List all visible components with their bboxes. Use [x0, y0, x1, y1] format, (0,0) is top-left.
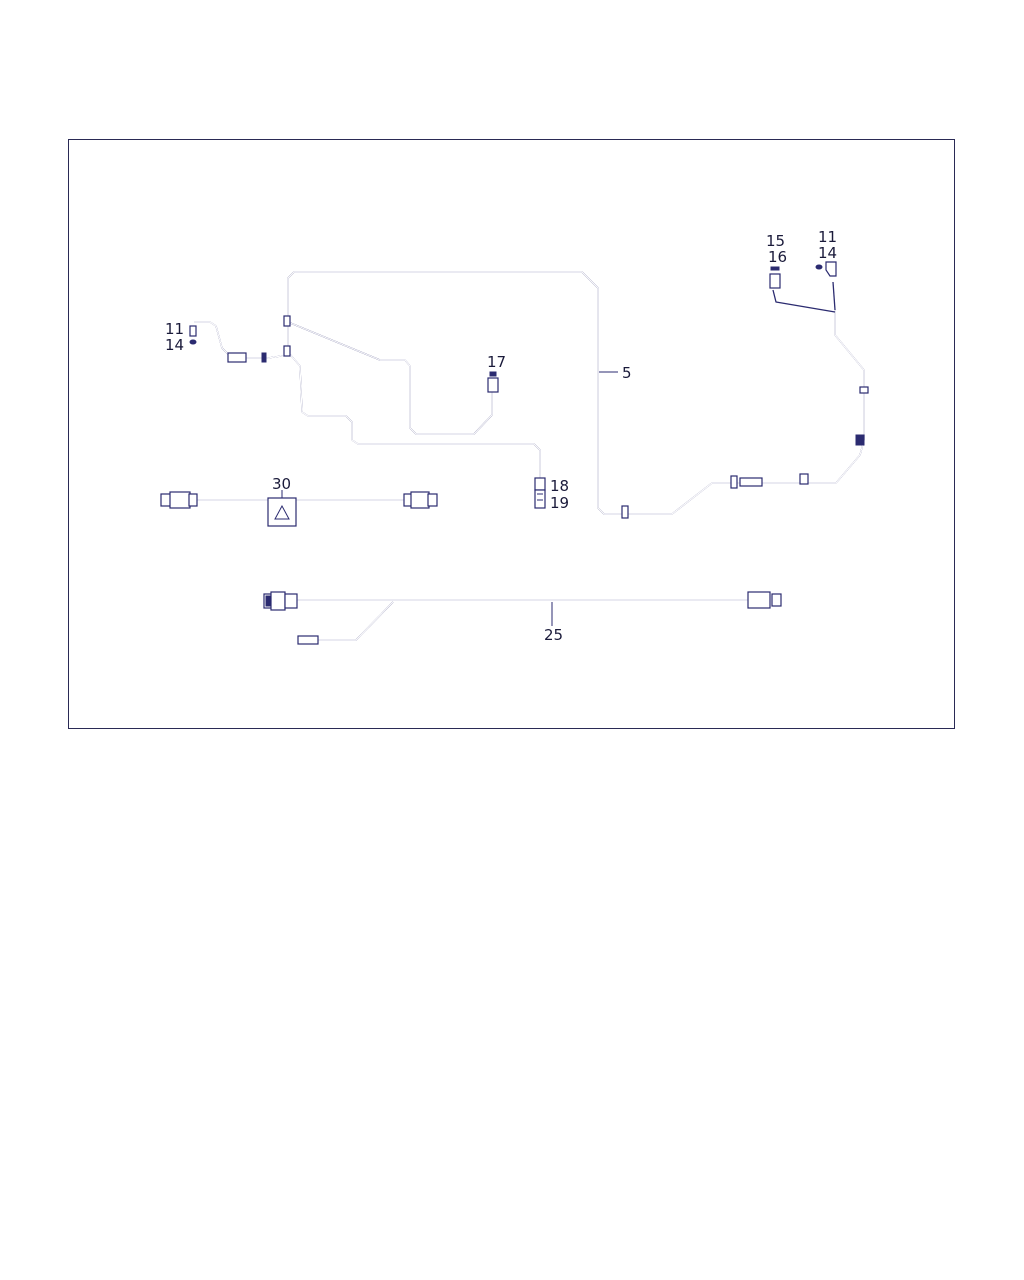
connector-11-14-right: [815, 261, 837, 277]
callout-25: 25: [544, 626, 563, 644]
callout-19: 19: [550, 494, 569, 512]
wiring-harness-5: [287, 271, 869, 519]
callout-11-left: 11: [165, 320, 184, 338]
cable-30: [160, 491, 438, 527]
cable-25: [263, 591, 782, 645]
diagram-frame: [68, 139, 955, 729]
connector-17: [487, 371, 499, 393]
wiring-branches-left: [194, 315, 541, 480]
connector-18-19: [534, 477, 546, 509]
callout-5: 5: [622, 364, 632, 382]
callout-15: 15: [766, 232, 785, 250]
callout-14-right: 14: [818, 244, 837, 262]
callout-30: 30: [272, 475, 291, 493]
callout-16: 16: [768, 248, 787, 266]
leader-lines: [281, 371, 618, 626]
connector-15-16: [769, 266, 781, 289]
callout-18: 18: [550, 477, 569, 495]
callout-14-left: 14: [165, 336, 184, 354]
callout-17: 17: [487, 353, 506, 371]
connector-11-14-left: [189, 325, 197, 345]
callout-11-right: 11: [818, 228, 837, 246]
